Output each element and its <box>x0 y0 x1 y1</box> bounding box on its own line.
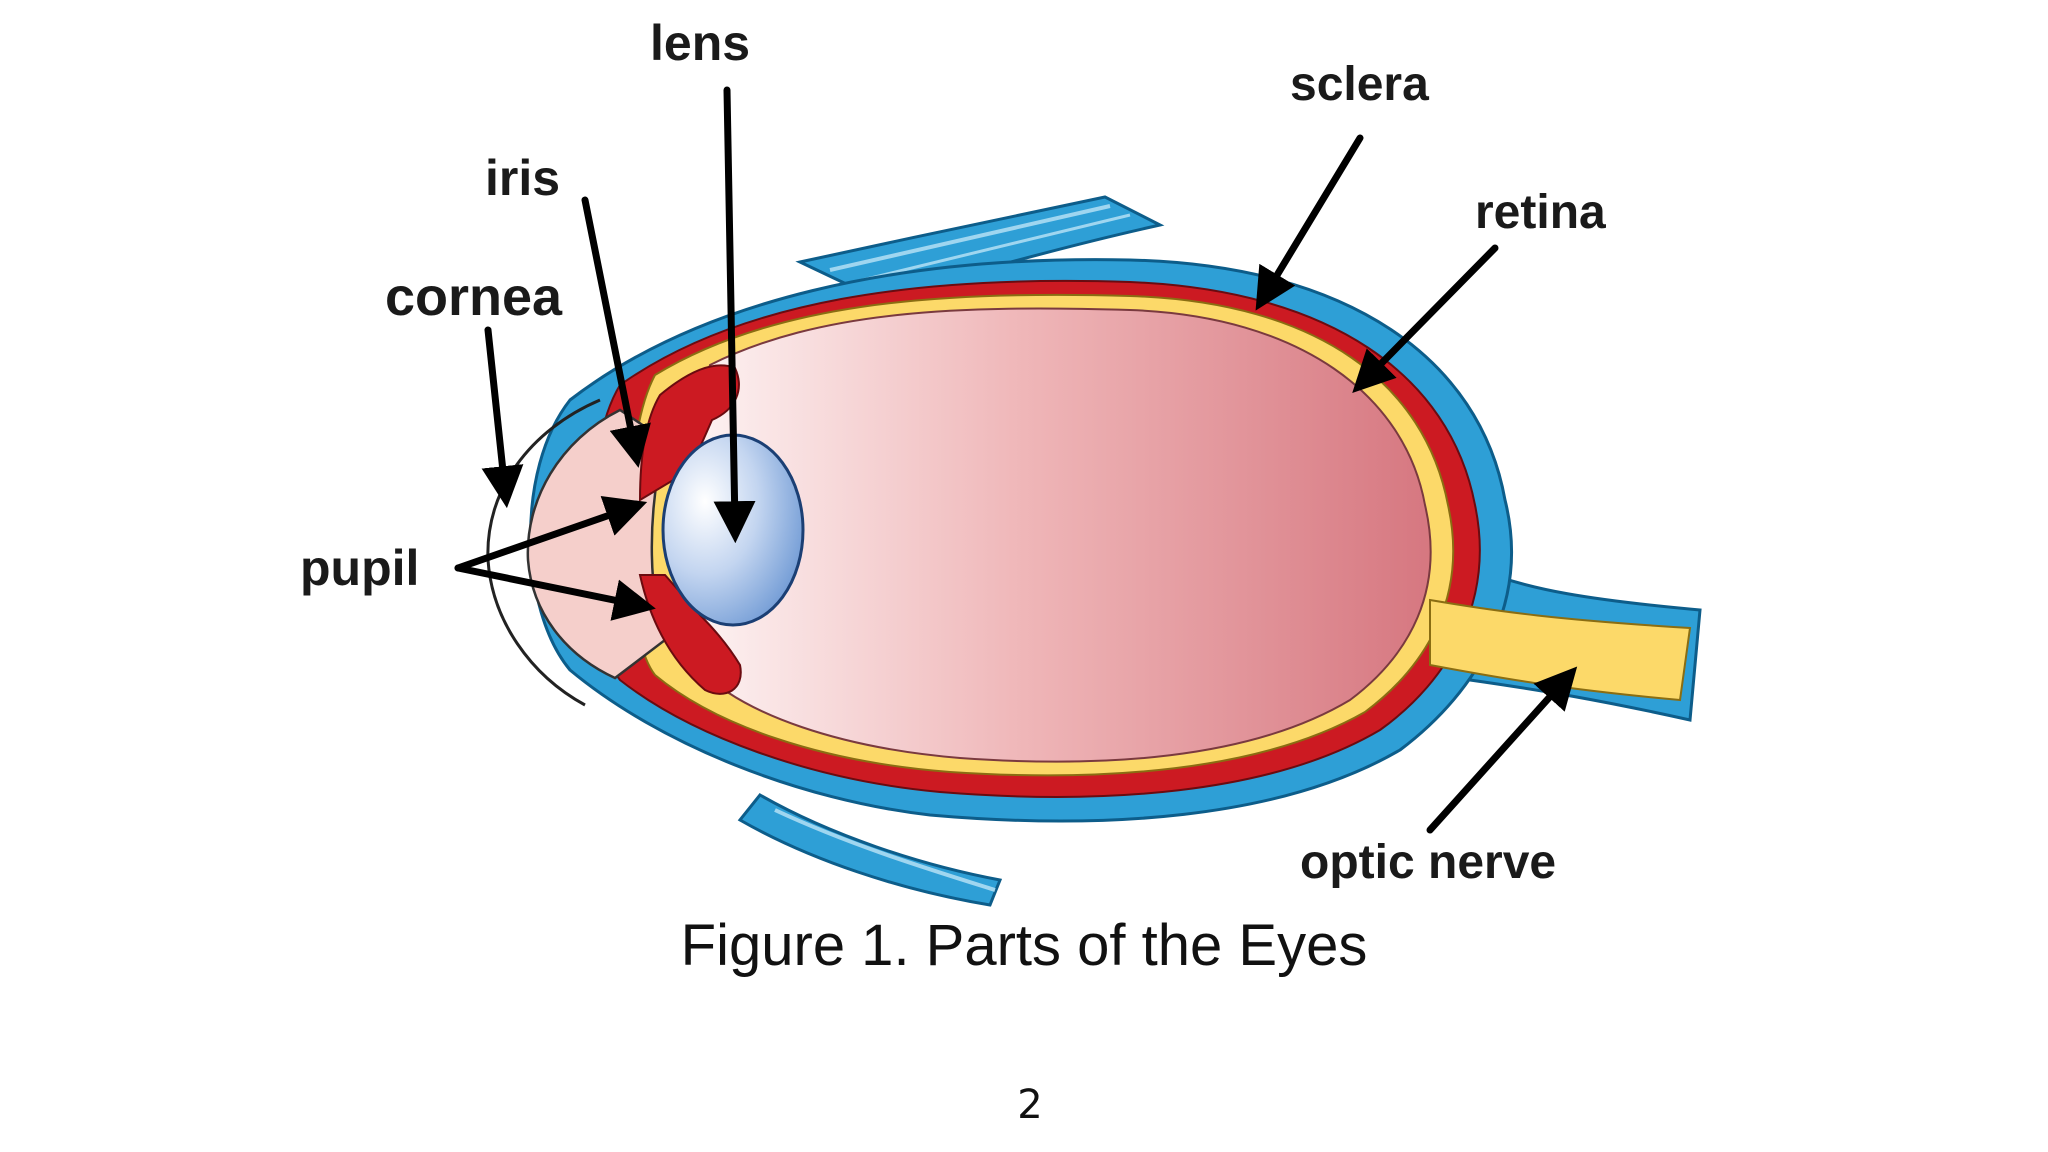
label-lens: lens <box>650 15 750 71</box>
arrow-cornea <box>481 326 524 509</box>
label-retina: retina <box>1475 186 1606 239</box>
lower-eye-muscle <box>737 793 1003 907</box>
arrow-iris <box>581 196 651 468</box>
arrow-sclera <box>1255 134 1364 311</box>
label-optic-nerve: optic nerve <box>1300 836 1556 889</box>
figure-caption: Figure 1. Parts of the Eyes <box>681 913 1368 978</box>
label-iris: iris <box>485 150 560 206</box>
arrow-pupil-upper <box>454 496 648 572</box>
arrow-optic-nerve <box>1426 666 1578 834</box>
arrow-retina <box>1352 244 1499 393</box>
arrow-lens <box>713 86 756 544</box>
label-pupil: pupil <box>300 540 419 596</box>
page-number: 2 <box>1017 1082 1042 1128</box>
label-cornea: cornea <box>385 267 563 327</box>
arrow-pupil-lower <box>454 564 656 621</box>
label-sclera: sclera <box>1290 58 1429 111</box>
iris-lower <box>638 574 742 695</box>
optic-nerve-core <box>1429 598 1692 702</box>
